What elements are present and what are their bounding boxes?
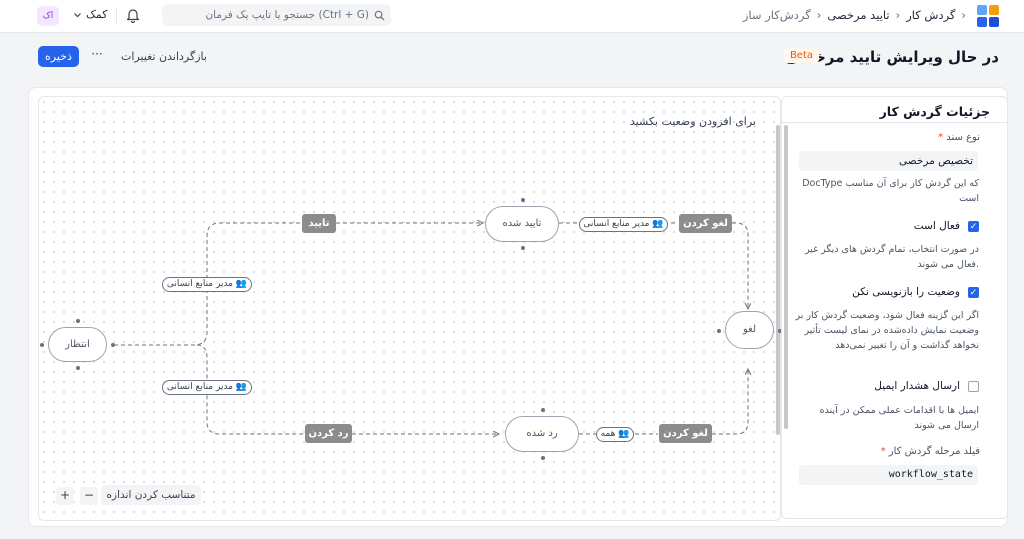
- panel-title: جزئیات گردش کار: [879, 104, 990, 119]
- canvas-scrollbar[interactable]: [776, 125, 780, 435]
- search-placeholder: جستجو یا تایپ یک فرمان (Ctrl + G): [205, 9, 369, 21]
- help-label: کمک: [86, 8, 108, 21]
- beta-badge: Beta: [783, 48, 819, 63]
- more-options-button[interactable]: ···: [84, 46, 110, 67]
- role-badge-cancel-bottom: همه 👥: [596, 427, 634, 442]
- divider: [782, 122, 1007, 123]
- edge-pending-reject: [196, 344, 305, 435]
- dont-override-status-description: اگر این گزینه فعال شود، وضعیت گردش کار ب…: [795, 310, 979, 351]
- fit-view-button[interactable]: متناسب کردن اندازه: [101, 485, 201, 505]
- state-pending-label: انتظار: [65, 339, 90, 350]
- workflow-details-panel: جزئیات گردش کار * نوع سند تخصیص مرخصی Do…: [781, 96, 1008, 519]
- chevron-down-icon: [74, 13, 81, 18]
- role-label: مدیر منابع انسانی: [583, 219, 650, 229]
- is-active-label: فعال است: [913, 220, 960, 232]
- role-label: همه: [600, 429, 616, 439]
- role-badge-cancel-top: مدیر منابع انسانی 👥: [579, 217, 668, 232]
- doctype-field[interactable]: تخصیص مرخصی: [799, 151, 978, 171]
- role-badge-reject: مدیر منابع انسانی 👥: [162, 380, 252, 395]
- role-label: مدیر منابع انسانی: [166, 382, 233, 392]
- breadcrumb-sep: ›: [895, 8, 901, 22]
- zoom-in-button[interactable]: +: [56, 487, 74, 505]
- page-header: در حال ویرایش تایید مرخصی Beta ذخیره ···…: [0, 33, 1024, 83]
- revert-changes-button[interactable]: بازگرداندن تغییرات: [116, 46, 212, 67]
- send-email-alert-description: ایمیل ها با اقدامات عملی ممکن در آینده ا…: [819, 405, 979, 431]
- edge-cancel-cancelled-2: [712, 369, 748, 435]
- workflow-state-field[interactable]: workflow_state: [799, 465, 978, 485]
- app-logo[interactable]: [977, 5, 999, 27]
- divider: [116, 8, 117, 24]
- action-reject[interactable]: رد کردن: [305, 424, 352, 443]
- action-approve[interactable]: تایید: [302, 214, 336, 233]
- users-icon: 👥: [652, 219, 664, 229]
- breadcrumb-sep: ›: [961, 8, 966, 22]
- state-pending[interactable]: انتظار: [40, 319, 115, 370]
- save-button[interactable]: ذخیره: [38, 46, 79, 67]
- search-icon: [374, 10, 385, 21]
- action-cancel-from-rejected[interactable]: لغو کردن: [659, 424, 712, 443]
- required-mark: *: [880, 446, 886, 457]
- doctype-label-text: نوع سند: [946, 132, 980, 143]
- dont-override-status-label: وضعیت را بازنویسی نکن: [852, 286, 960, 298]
- send-email-alert-checkbox[interactable]: ارسال هشدار ایمیل: [874, 380, 979, 392]
- state-field-label: * فیلد مرحله گردش کار: [881, 446, 980, 457]
- canvas-hint: برای افزودن وضعیت بکشید: [629, 115, 756, 128]
- checkbox-checked-icon[interactable]: ✓: [968, 220, 979, 232]
- zoom-out-button[interactable]: −: [80, 487, 98, 505]
- action-cancel-from-approved[interactable]: لغو کردن: [679, 214, 732, 233]
- role-label: مدیر منابع انسانی: [166, 279, 233, 289]
- checkbox-unchecked-icon[interactable]: [968, 380, 979, 392]
- bell-icon[interactable]: [126, 7, 140, 23]
- edge-cancel-cancelled: [732, 222, 748, 309]
- doctype-label: * نوع سند: [938, 132, 980, 143]
- state-cancelled[interactable]: لغو: [717, 311, 782, 349]
- users-icon: 👥: [235, 382, 248, 392]
- transition-edges: [114, 97, 782, 522]
- state-cancelled-label: لغو: [742, 324, 757, 335]
- is-active-description: در صورت انتخاب، تمام گردش های دیگر غیر ف…: [805, 244, 979, 270]
- state-rejected-label: رد شده: [526, 428, 558, 439]
- users-icon: 👥: [235, 279, 248, 289]
- search-input[interactable]: جستجو یا تایپ یک فرمان (Ctrl + G): [162, 4, 391, 26]
- breadcrumb-leave-approval[interactable]: تایید مرخصی: [827, 8, 890, 22]
- panel-scrollbar[interactable]: [784, 125, 788, 429]
- checkbox-checked-icon[interactable]: ✓: [968, 286, 979, 298]
- state-approved-label: تایید شده: [502, 218, 542, 229]
- top-navbar: › گردش کار › تایید مرخصی › گردش‌کار ساز …: [0, 0, 1024, 33]
- role-badge-approve: مدیر منابع انسانی 👥: [162, 277, 252, 292]
- help-dropdown[interactable]: کمک: [73, 8, 107, 22]
- state-approved[interactable]: تایید شده: [485, 198, 559, 250]
- is-active-checkbox[interactable]: فعال است ✓: [914, 220, 979, 232]
- doctype-description: DocType که این گردش کار برای آن مناسب اس…: [802, 178, 979, 204]
- state-field-label-text: فیلد مرحله گردش کار: [888, 446, 980, 457]
- avatar[interactable]: اک: [37, 6, 59, 26]
- send-email-alert-label: ارسال هشدار ایمیل: [874, 380, 960, 392]
- breadcrumb-workflow-builder: گردش‌کار ساز: [742, 8, 811, 22]
- workflow-canvas[interactable]: برای افزودن وضعیت بکشید انتظار تایید شده…: [38, 96, 782, 522]
- breadcrumb: › گردش کار › تایید مرخصی › گردش‌کار ساز: [743, 8, 966, 22]
- state-rejected[interactable]: رد شده: [505, 408, 579, 460]
- required-mark: *: [938, 132, 944, 143]
- page-title: در حال ویرایش تایید مرخصی: [784, 48, 999, 66]
- breadcrumb-workflow[interactable]: گردش کار: [906, 8, 956, 22]
- breadcrumb-sep: ›: [816, 8, 822, 22]
- users-icon: 👥: [618, 429, 630, 439]
- dont-override-status-checkbox[interactable]: وضعیت را بازنویسی نکن ✓: [852, 286, 979, 298]
